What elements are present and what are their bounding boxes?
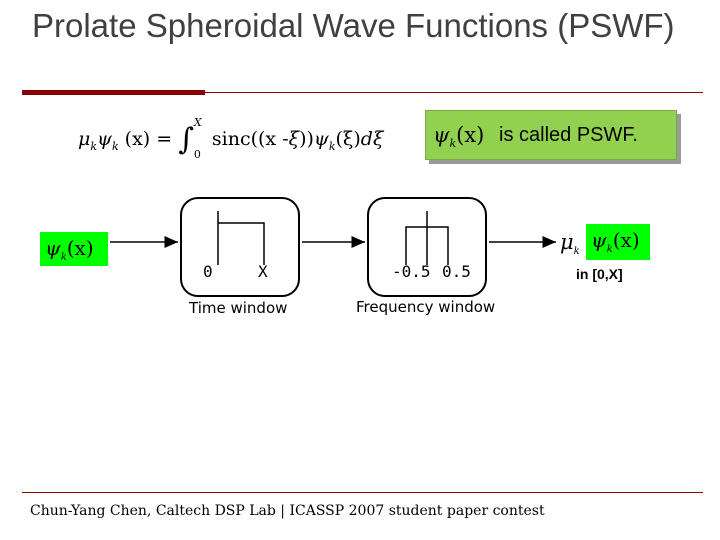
input-psi-symbol: ψ xyxy=(45,236,61,260)
frequency-window-right-label: 0.5 xyxy=(442,262,471,281)
eq-close: )) xyxy=(299,128,314,150)
output-psi-sub: k xyxy=(606,244,613,255)
time-window-block xyxy=(180,197,300,297)
pswf-callout: ψk(x) is called PSWF. xyxy=(425,110,677,160)
time-window-plot xyxy=(217,211,265,265)
callout-text: is called PSWF. xyxy=(499,124,638,146)
eq-xi: ξ xyxy=(288,128,300,150)
output-signal-box: ψk(x) xyxy=(586,224,650,260)
output-mu-sub: k xyxy=(573,246,580,258)
slide-title: Prolate Spheroidal Wave Functions (PSWF) xyxy=(32,7,675,44)
eq-xi-arg: (ξ) xyxy=(335,128,361,150)
output-psi-symbol: ψ xyxy=(591,228,607,252)
time-window-caption: Time window xyxy=(189,299,288,317)
callout-psi-symbol: ψ xyxy=(433,123,450,147)
output-psi-arg: (x) xyxy=(612,228,640,252)
time-rect-pulse xyxy=(218,222,265,265)
freq-rect-pulse xyxy=(405,226,449,265)
input-psi-sub: k xyxy=(60,252,67,263)
callout-psi-arg: (x) xyxy=(456,123,485,147)
output-psi: ψk(x) xyxy=(591,228,640,255)
eq-x-arg: (x) xyxy=(124,128,151,150)
eq-mu-sub: k xyxy=(90,139,98,153)
integral-sign: ∫ xyxy=(178,122,194,157)
output-range-label: in [0,X] xyxy=(576,266,623,282)
eq-d: d xyxy=(360,128,373,150)
eq-psi-2: ψ xyxy=(313,128,329,150)
time-window-left-label: 0 xyxy=(203,262,213,281)
callout-psi-sub: k xyxy=(449,137,457,151)
integral-lower-limit: 0 xyxy=(193,148,201,161)
time-window-right-label: X xyxy=(258,262,268,281)
output-mu: μk xyxy=(560,230,580,257)
input-signal-box: ψk(x) xyxy=(40,232,108,266)
callout-psi: ψk(x) xyxy=(433,123,484,150)
eq-dxi: ξ xyxy=(372,128,384,150)
output-mu-symbol: μ xyxy=(560,230,574,254)
frequency-window-plot xyxy=(405,211,449,265)
input-psi-arg: (x) xyxy=(66,236,94,260)
eq-psi: ψ xyxy=(97,128,112,150)
eq-psi-2-sub: k xyxy=(328,139,336,153)
eq-mu: μ xyxy=(78,128,91,150)
footer-rule xyxy=(22,492,703,493)
eq-equals: = xyxy=(156,128,173,150)
integral-upper-limit: X xyxy=(193,116,202,129)
eq-sinc: sinc((x - xyxy=(211,128,289,150)
eq-psi-sub: k xyxy=(111,139,119,153)
frequency-window-caption: Frequency window xyxy=(356,298,496,316)
frequency-window-left-label: -0.5 xyxy=(392,262,431,281)
title-underline-thick xyxy=(22,90,205,95)
slide-footer: Chun-Yang Chen, Caltech DSP Lab | ICASSP… xyxy=(30,503,545,519)
title-underline-thin xyxy=(205,92,703,93)
input-psi: ψk(x) xyxy=(45,236,94,263)
frequency-window-block xyxy=(367,197,487,297)
